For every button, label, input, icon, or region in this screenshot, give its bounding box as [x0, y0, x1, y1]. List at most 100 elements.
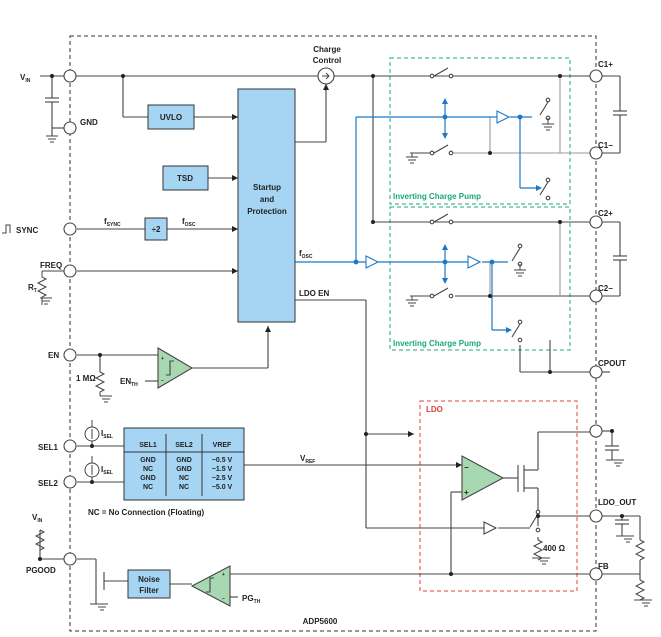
c2p-label: C2+ [598, 209, 613, 218]
divider-block [144, 217, 168, 241]
fsync-label: fSYNC [104, 217, 121, 228]
divider-label: ÷2 [152, 225, 161, 234]
pin-c1m [589, 146, 603, 160]
pin-en [63, 348, 77, 362]
sel-table: SEL1 SEL2 VREF GND GND −0.5 V NC GND −1.… [123, 427, 245, 501]
pin-freq [63, 264, 77, 278]
charge-control-label-1: Charge [313, 45, 341, 54]
table-cell: −5.0 V [212, 484, 233, 491]
sync-label: SYNC [16, 226, 38, 235]
resistor-400-label: 400 Ω [543, 544, 566, 553]
pin-pgood [63, 552, 77, 566]
noise-filter-label-1: Noise [138, 575, 160, 584]
resistors [34, 271, 646, 601]
table-note: NC = No Connection (Floating) [88, 508, 205, 517]
table-header-vref: VREF [213, 442, 232, 449]
uvlo-block [147, 104, 195, 130]
table-cell: −2.5 V [212, 475, 233, 482]
table-cell: −0.5 V [212, 457, 233, 464]
buffer-4 [483, 521, 498, 535]
tsd-block [162, 165, 209, 191]
charge-control-arrow-icon [322, 72, 330, 80]
pgth-label: PGTH [242, 594, 261, 605]
fosc2-label: fOSC [299, 249, 313, 260]
fosc-label: fOSC [182, 217, 196, 228]
fb-label: FB [598, 562, 609, 571]
isel1-label: ISEL [101, 429, 113, 440]
pin-sync [63, 222, 77, 236]
rt-label: RT [28, 283, 37, 294]
table-cell: NC [143, 484, 153, 491]
en-label: EN [48, 351, 59, 360]
table-header-sel1: SEL1 [139, 442, 157, 449]
buffer-1 [496, 110, 511, 124]
blue-arrows [442, 98, 542, 333]
table-cell: GND [176, 457, 192, 464]
ground-symbols [40, 118, 652, 611]
arrows [232, 84, 462, 468]
pin-c2m [589, 289, 603, 303]
ldo-label: LDO [426, 405, 443, 414]
sel2-label: SEL2 [38, 479, 59, 488]
isel2-label: ISEL [101, 465, 113, 476]
startup-protection-block [237, 88, 296, 323]
wires [39, 75, 641, 604]
pgood-comparator [190, 565, 231, 607]
charge-pump-1-label: Inverting Charge Pump [393, 192, 481, 201]
ldo-error-amplifier [461, 455, 505, 501]
charge-pump-2-label: Inverting Charge Pump [393, 339, 481, 348]
pin-c1p [589, 69, 603, 83]
vin-pgood-label: VIN [32, 513, 43, 524]
tsd-label: TSD [177, 174, 193, 183]
vref-label: VREF [300, 454, 315, 465]
noise-filter-block [127, 569, 171, 599]
ldo-amp-plus: + [464, 488, 469, 497]
startup-label-2: and [260, 195, 274, 204]
table-cell: GND [140, 457, 156, 464]
pgood-label: PGOOD [26, 566, 56, 575]
sync-pulse-icon [2, 224, 11, 234]
en-comparator-minus: − [161, 378, 164, 384]
table-cell: NC [143, 466, 153, 473]
buffer-2 [365, 255, 380, 269]
startup-label-3: Protection [247, 207, 287, 216]
noise-filter-label-2: Filter [139, 586, 159, 595]
pgood-comparator-minus: − [222, 596, 225, 602]
switches [429, 67, 551, 533]
ldo-amp-minus: − [464, 463, 469, 472]
charge-pump-1-region [389, 57, 571, 205]
buffer-3 [467, 255, 482, 269]
startup-label-1: Startup [253, 183, 281, 192]
sel1-label: SEL1 [38, 443, 59, 452]
freq-label: FREQ [40, 261, 62, 270]
enth-label: ENTH [120, 377, 138, 388]
pgood-comparator-plus: + [222, 572, 225, 578]
uvlo-label: UVLO [160, 113, 182, 122]
c1p-label: C1+ [598, 60, 613, 69]
pin-gnd [63, 121, 77, 135]
ldo-out-label: LDO_OUT [598, 498, 636, 507]
table-cell: GND [140, 475, 156, 482]
resistor-1m-label: 1 MΩ [76, 374, 96, 383]
vin-label: VIN [20, 73, 31, 84]
pin-ldo-out [589, 509, 603, 523]
pin-ldo-in [589, 424, 603, 438]
charge-control-label-2: Control [313, 56, 341, 65]
junction-dots [38, 74, 624, 576]
gnd-label: GND [80, 118, 98, 127]
pin-sel2 [63, 475, 77, 489]
pin-cpout [589, 365, 603, 379]
table-cell: NC [179, 475, 189, 482]
c2m-label: C2− [598, 284, 613, 293]
table-header-sel2: SEL2 [175, 442, 193, 449]
blue-wires [295, 100, 540, 331]
pin-vin [63, 69, 77, 83]
ldo-region [419, 400, 578, 592]
amplifiers [157, 110, 511, 607]
chip-name-label: ADP5600 [303, 617, 338, 626]
c1m-label: C1− [598, 141, 613, 150]
transistors [95, 572, 105, 590]
en-comparator-plus: + [161, 356, 164, 362]
pin-fb [589, 567, 603, 581]
